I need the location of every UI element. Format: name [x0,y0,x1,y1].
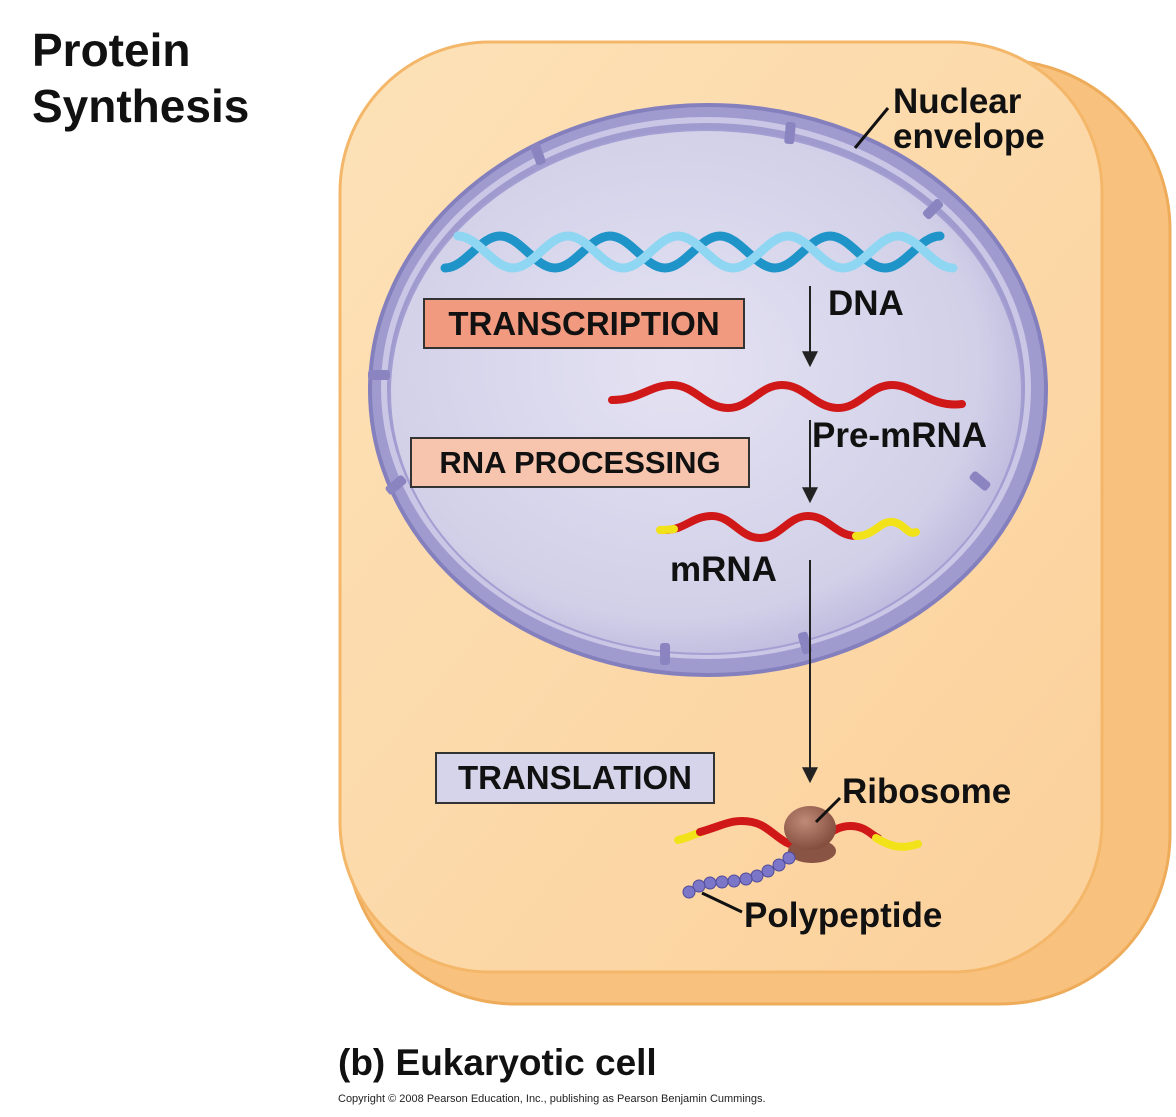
rna-processing-step-box: RNA PROCESSING [410,437,750,488]
amino-acid [772,858,786,872]
title-line-1: Protein [32,24,191,76]
ribosome-label: Ribosome [842,772,1012,811]
pre-mrna-label: Pre-mRNA [812,416,988,455]
translation-step-box: TRANSLATION [435,752,715,804]
nuclear-pore [969,471,991,491]
dna-strand-back [440,231,945,273]
nuclear-pore [922,198,944,220]
ribosome-pointer [814,796,842,824]
ribosome-large-subunit [784,806,836,850]
dna-helix [440,231,958,273]
nuclear-pore [784,121,796,145]
nuclear-envelope-inner-membrane [381,117,1031,659]
dna-strand-front [453,231,958,273]
mrna-utr-3 [852,517,920,540]
mrna-utr-5 [656,525,678,534]
transcription-step-box: TRANSCRIPTION [423,298,745,349]
polypeptide-label: Polypeptide [744,896,943,935]
pre-mrna-strand [608,380,966,413]
amino-acid [715,875,729,889]
polypeptide-pointer [701,891,743,914]
dna-label: DNA [828,284,904,323]
nuclear-envelope-label: Nuclear envelope [893,84,1045,154]
amino-acid [761,864,775,878]
nuclear-envelope-pointer [853,107,890,149]
title-line-2: Synthesis [32,80,250,132]
nuclear-envelope-label-line-1: Nuclear [893,82,1022,121]
amino-acid [703,876,717,890]
amino-acid [739,872,753,886]
polypeptide-chain [682,851,796,899]
nuclear-pores [368,121,991,665]
mrna-coding-region [661,511,860,543]
copyright-notice: Copyright © 2008 Pearson Education, Inc.… [338,1093,766,1105]
nuclear-pore [368,370,390,380]
mrna-label: mRNA [670,550,777,589]
amino-acid [727,874,741,888]
nuclear-pore [530,142,546,166]
mrna-strand [656,511,920,543]
amino-acid [782,851,796,865]
nuclear-envelope-label-line-2: envelope [893,117,1045,156]
amino-acid [692,879,706,893]
figure-caption: (b) Eukaryotic cell [338,1042,657,1083]
amino-acid [682,885,696,899]
nuclear-pore [385,475,407,495]
nuclear-pore [797,631,813,655]
nuclear-pore [660,643,670,665]
translation-mrna-utr-3 [872,834,922,851]
page-title: Protein Synthesis [32,22,249,134]
amino-acid [750,869,764,883]
